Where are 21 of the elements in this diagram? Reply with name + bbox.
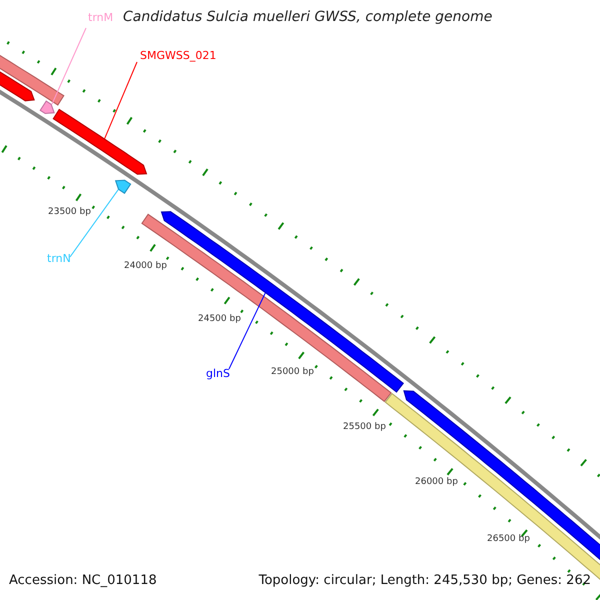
gene-label: trnM [88,12,114,25]
scale-label: 24500 bp [198,314,241,324]
scale-label: 25000 bp [271,367,314,378]
scale-label: 23500 bp [48,207,91,218]
scale-label: 25500 bp [343,422,386,432]
footer-note: Topology: circular; Length: 245,530 bp; Genes: 262 [258,574,591,589]
gene-label: SMGWSS_021 [140,50,216,63]
scale-label: 26000 bp [415,477,458,488]
title: Candidatus Sulcia muelleri GWSS, complete genome [123,9,492,26]
gene-feature [52,108,148,175]
gene-feature [114,180,132,194]
gene-label: trnN [47,253,71,266]
footer-note: Accession: NC_010118 [9,574,157,589]
scale-label: 24000 bp [124,261,167,272]
leader-line [228,292,266,370]
leader-line [70,189,119,258]
leader-line [51,28,86,105]
gene-label: glnS [206,368,230,381]
gene-feature [40,100,55,114]
scale-label: 26500 bp [487,534,530,544]
leader-line [104,62,138,140]
